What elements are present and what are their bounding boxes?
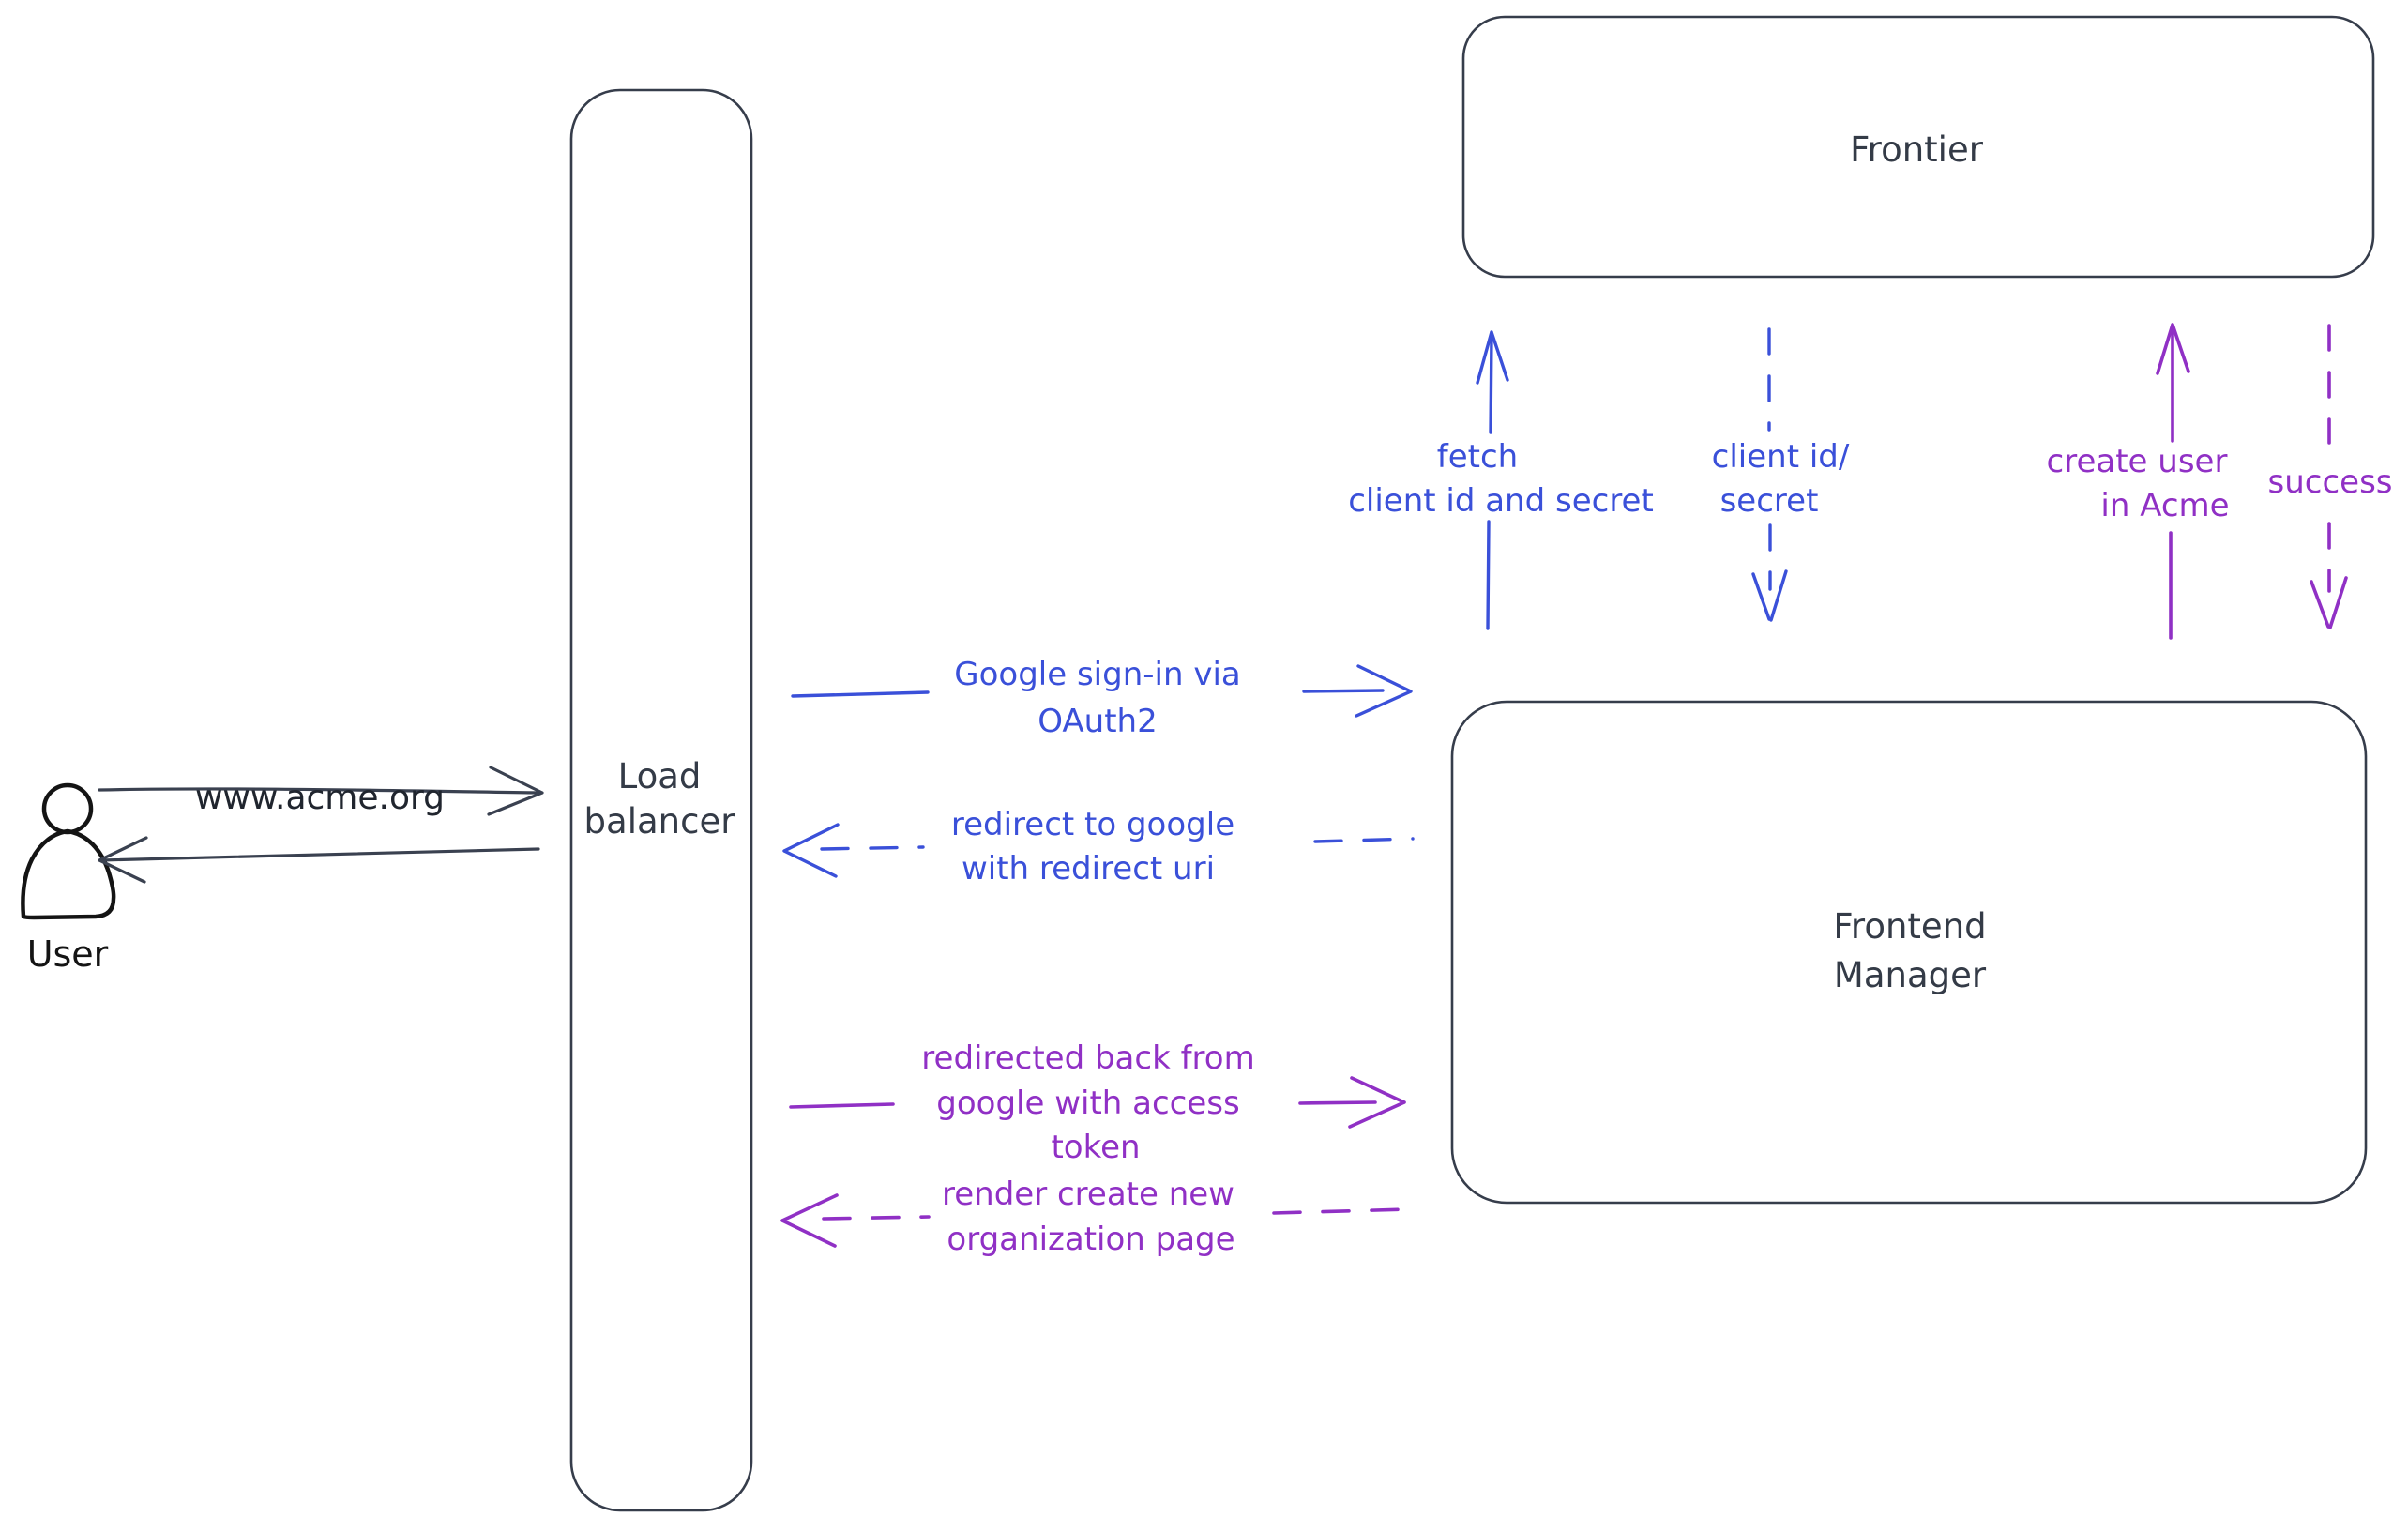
frontend-manager-label-line2: Manager <box>1834 955 1987 995</box>
arrow-head-left-icon <box>782 823 840 878</box>
edge-redirected-back-line2: google with access <box>936 1085 1239 1122</box>
edge-google-signin-line2: OAuth2 <box>1037 703 1157 740</box>
arrow-head-right-icon <box>1348 1076 1406 1129</box>
frontend-manager-label-line1: Frontend <box>1833 906 1986 947</box>
arrow-line <box>98 787 542 795</box>
edge-client-id-secret-line2: secret <box>1720 482 1819 520</box>
edge-fetch-client-line2: client id and secret <box>1348 482 1654 520</box>
arrow-line-left-segment <box>789 1102 895 1109</box>
arrow-line-upper-segment <box>1489 334 1493 434</box>
edge-user-return <box>98 836 540 884</box>
arrow-head-down-icon <box>1751 569 1788 622</box>
edge-render-page-line1: render create new <box>942 1176 1234 1213</box>
edge-success: success <box>2268 324 2393 629</box>
edge-google-signin-line1: Google sign-in via <box>954 656 1240 693</box>
arrow-head-down-icon <box>2310 576 2348 629</box>
edge-redirected-back: redirected back from google with access … <box>789 1039 1406 1166</box>
edge-redirected-back-line1: redirected back from <box>921 1039 1254 1077</box>
user-body-icon <box>21 828 116 920</box>
arrow-head-right-icon <box>487 766 544 816</box>
arrow-head-left-icon <box>98 836 148 884</box>
user-actor: User <box>21 782 116 975</box>
edge-redirected-back-line3: token <box>1051 1129 1140 1166</box>
arrow-line-left-segment <box>822 1215 931 1221</box>
arrow-head-left-icon <box>780 1193 839 1248</box>
frontier-node: Frontier <box>1461 15 2375 279</box>
edge-google-signin: Google sign-in via OAuth2 <box>791 656 1413 740</box>
arrow-line-right-segment <box>1272 1207 1411 1215</box>
load-balancer-box <box>569 88 753 1512</box>
user-label: User <box>27 933 109 975</box>
arrow-line <box>98 847 540 862</box>
arrow-line-right-segment <box>1313 837 1415 843</box>
edge-client-id-secret-line1: client id/ <box>1712 438 1850 476</box>
edge-www-acme: www.acme.org <box>98 766 544 817</box>
arrow-head-up-icon <box>1476 330 1509 385</box>
user-head-icon <box>41 782 94 835</box>
arrow-line-left-segment <box>820 845 925 851</box>
frontend-manager-node: Frontend Manager <box>1450 700 2368 1205</box>
edge-render-page-line2: organization page <box>947 1221 1234 1258</box>
arrow-head-right-icon <box>1355 664 1413 718</box>
edge-redirect-google-line2: with redirect uri <box>962 850 1215 887</box>
arrow-line-lower-segment <box>1486 520 1491 630</box>
edge-fetch-client-line1: fetch <box>1437 438 1518 476</box>
edge-create-user: create user in Acme <box>2047 323 2230 640</box>
frontend-manager-box <box>1450 700 2368 1205</box>
edge-fetch-client: fetch client id and secret <box>1348 330 1654 630</box>
arrow-line-left-segment <box>791 690 930 698</box>
edge-create-user-line2: in Acme <box>2100 487 2229 524</box>
edge-redirect-google: redirect to google with redirect uri <box>782 806 1415 887</box>
edge-create-user-line1: create user <box>2047 443 2228 480</box>
load-balancer-label-line1: Load <box>618 756 702 796</box>
edge-client-id-secret: client id/ secret <box>1712 327 1850 622</box>
arrow-head-up-icon <box>2156 323 2190 375</box>
edge-www-acme-label: www.acme.org <box>195 779 445 817</box>
load-balancer-node: Load balancer <box>569 88 753 1512</box>
frontier-box <box>1461 15 2375 279</box>
arrow-line-right-segment <box>1298 1100 1377 1105</box>
frontier-label: Frontier <box>1850 129 1984 170</box>
arrow-line-right-segment <box>1302 689 1385 693</box>
load-balancer-label-line2: balancer <box>584 801 736 842</box>
edge-success-label: success <box>2268 463 2393 501</box>
edge-render-page: render create new organization page <box>780 1176 1411 1258</box>
edge-redirect-google-line1: redirect to google <box>951 806 1234 843</box>
